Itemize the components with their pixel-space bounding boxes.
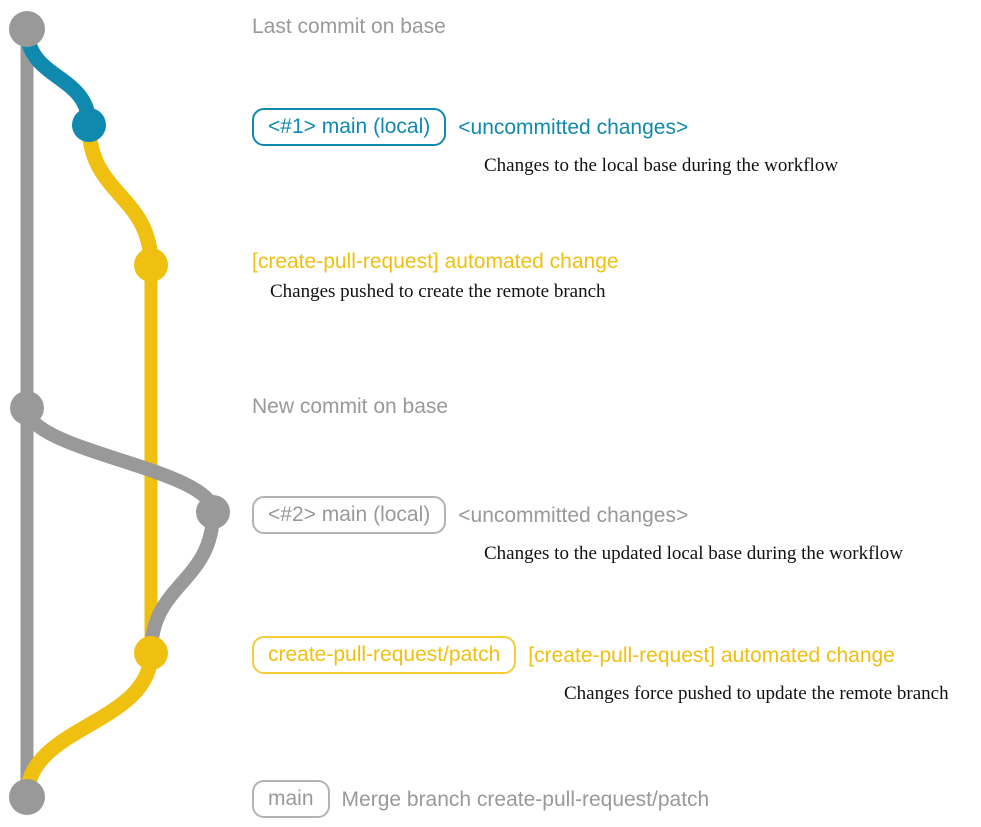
commit-node-remote-update[interactable]: [134, 636, 168, 670]
commit-row-main: [create-pull-request] automated change: [252, 251, 619, 272]
commit-subject: [create-pull-request] automated change: [528, 643, 895, 667]
commit-row-remote-update: create-pull-request/patch [create-pull-r…: [252, 636, 949, 705]
commit-subject: <uncommitted changes>: [458, 115, 689, 139]
commit-description: Changes to the local base during the wor…: [484, 155, 839, 176]
commit-description: Changes to the updated local base during…: [484, 543, 903, 564]
commit-row-main: main Merge branch create-pull-request/pa…: [252, 780, 709, 818]
edge-local-1-to-remote-1: [81, 117, 159, 273]
commit-row-merge: main Merge branch create-pull-request/pa…: [252, 780, 709, 818]
commit-node-local-2[interactable]: [196, 495, 230, 529]
edge-remote-2-to-merge: [19, 645, 159, 805]
commit-node-remote-create[interactable]: [134, 248, 168, 282]
commit-row-main: <#2> main (local) <uncommitted changes>: [252, 496, 903, 534]
commit-row-main: Last commit on base: [252, 16, 446, 37]
commit-description: Changes pushed to create the remote bran…: [270, 281, 606, 302]
branch-badge-main[interactable]: main: [252, 780, 330, 818]
branch-badge-create-pull-request-patch[interactable]: create-pull-request/patch: [252, 636, 517, 674]
commit-row-local-2: <#2> main (local) <uncommitted changes> …: [252, 496, 903, 565]
commit-row-main: <#1> main (local) <uncommitted changes>: [252, 108, 838, 146]
edge-local-2-to-remote-2: [144, 505, 220, 660]
commit-subject: [create-pull-request] automated change: [252, 250, 619, 273]
commit-node-last-commit-on-base[interactable]: [9, 11, 45, 47]
commit-description: Changes force pushed to update the remot…: [564, 683, 949, 704]
commit-row-remote-create: [create-pull-request] automated change C…: [252, 251, 619, 303]
commit-subject: Merge branch create-pull-request/patch: [341, 787, 710, 811]
branch-badge-local-2[interactable]: <#2> main (local): [252, 496, 447, 534]
commit-subject: New commit on base: [252, 395, 449, 418]
commit-subject: Last commit on base: [252, 15, 446, 38]
commit-node-new-commit-on-base[interactable]: [10, 391, 44, 425]
commit-node-local-1[interactable]: [72, 108, 106, 142]
commit-row-local-1: <#1> main (local) <uncommitted changes> …: [252, 108, 838, 177]
edge-base-to-local-2: [20, 401, 220, 519]
commit-node-merge[interactable]: [9, 779, 45, 815]
commit-row-last-commit-on-base: Last commit on base: [252, 16, 446, 37]
branch-badge-local-1[interactable]: <#1> main (local): [252, 108, 447, 146]
commit-row-main: New commit on base: [252, 396, 448, 417]
commit-row-new-commit-on-base: New commit on base: [252, 396, 448, 417]
commit-subject: <uncommitted changes>: [458, 503, 689, 527]
commit-row-main: create-pull-request/patch [create-pull-r…: [252, 636, 949, 674]
